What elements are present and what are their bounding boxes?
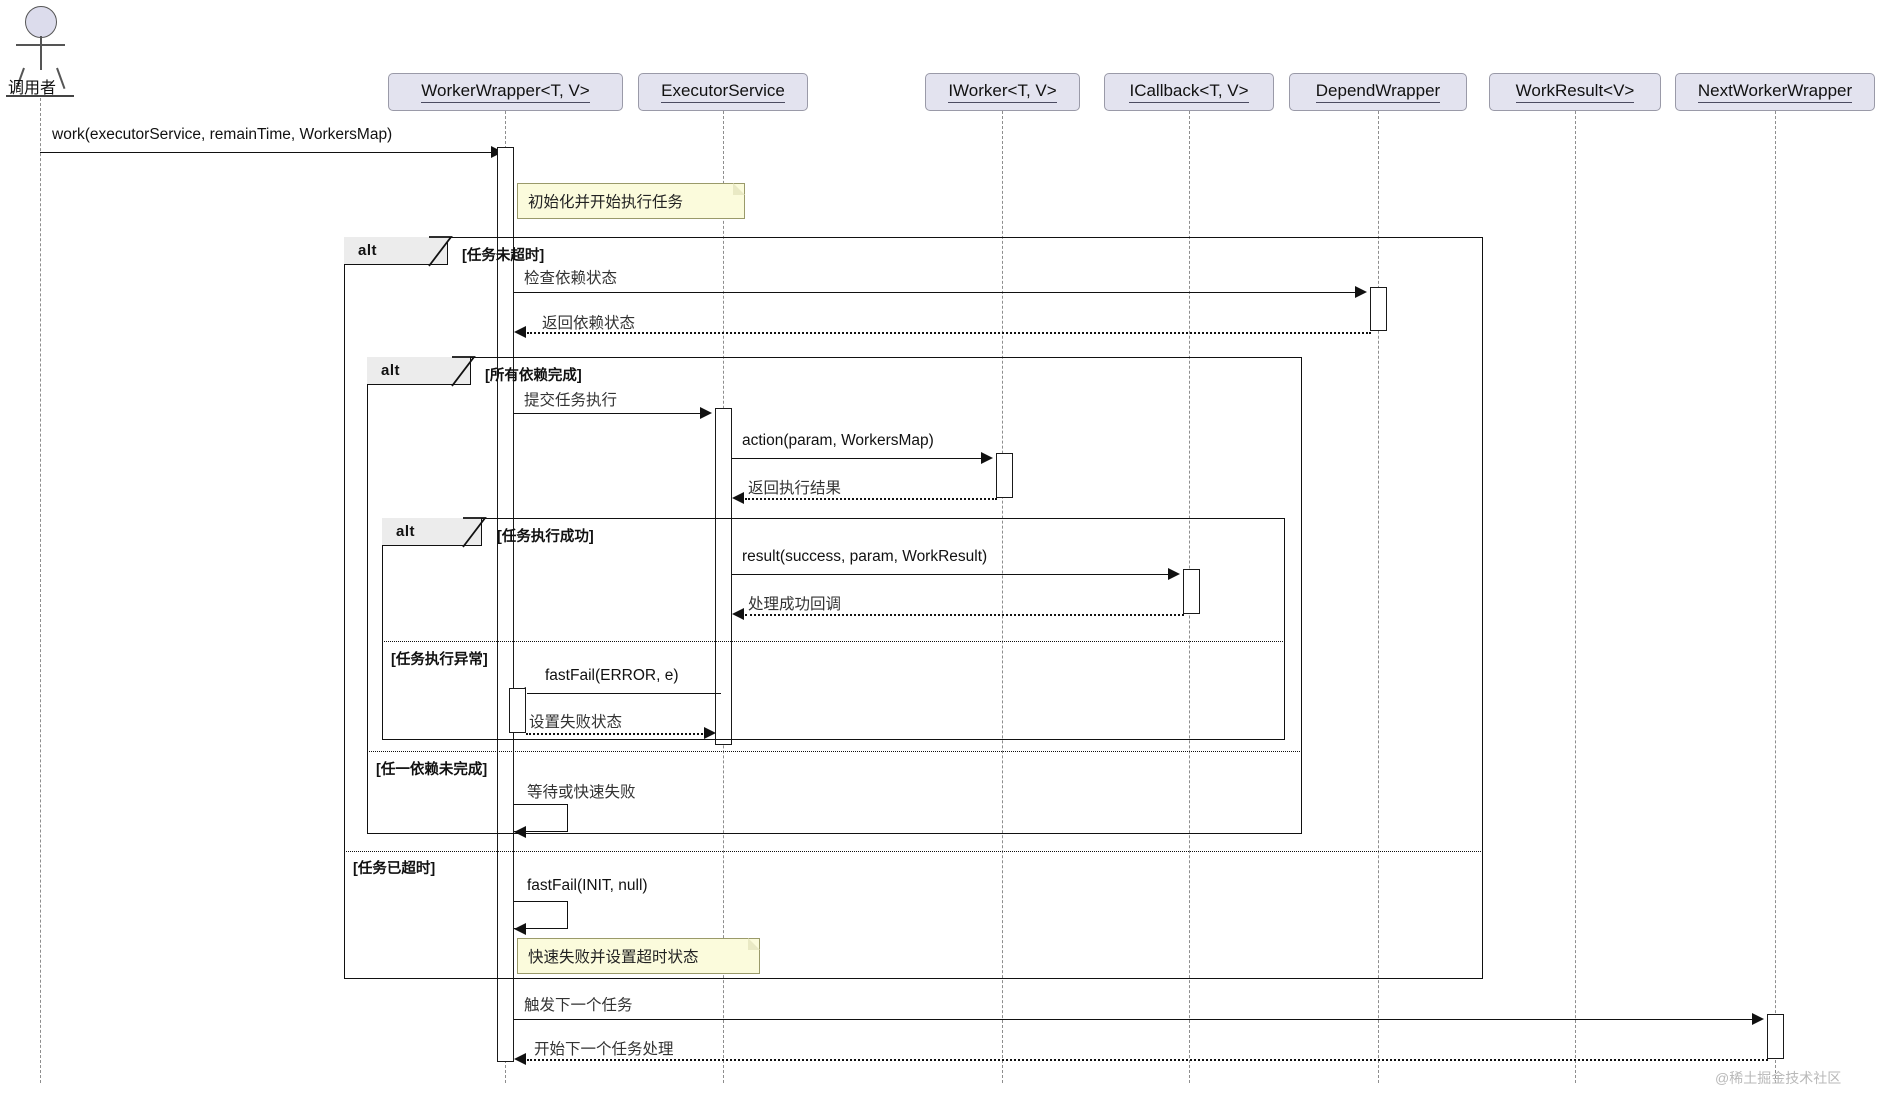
message-arrow-m03: [514, 326, 526, 338]
message-label-m04: 提交任务执行: [524, 392, 618, 409]
fragment-alt-outer-guard-1: [任务未超时]: [462, 248, 545, 264]
participant-workerwrapper-label: WorkerWrapper<T, V>: [421, 81, 590, 103]
message-line-m13: [514, 1019, 1753, 1020]
participant-workresult[interactable]: WorkResult<V>: [1489, 73, 1661, 111]
participant-workerwrapper[interactable]: WorkerWrapper<T, V>: [388, 73, 623, 111]
fragment-alt-outer-divider: [344, 851, 1483, 852]
fragment-alt-execute-operator: alt: [382, 518, 482, 546]
lifeline-dependwrapper: [1378, 111, 1379, 1083]
message-label-m08: 处理成功回调: [748, 596, 842, 613]
message-arrow-m12: [514, 923, 526, 935]
activation-iworker: [996, 453, 1013, 498]
message-label-m02: 检查依赖状态: [524, 270, 618, 287]
message-label-m05: action(param, WorkersMap): [742, 432, 934, 449]
note-timeout-text: 快速失败并设置超时状态: [528, 949, 699, 966]
lifeline-iworker: [1002, 111, 1003, 1083]
message-line-m08: [745, 614, 1184, 616]
message-label-m07: result(success, param, WorkResult): [742, 548, 988, 565]
participant-workresult-label: WorkResult<V>: [1515, 81, 1635, 103]
message-label-m14: 开始下一个任务处理: [534, 1041, 674, 1058]
activation-dependwrapper: [1370, 287, 1387, 331]
message-label-m10: 设置失败状态: [529, 714, 623, 731]
message-arrow-m08: [732, 608, 744, 620]
message-arrow-m11: [514, 826, 526, 838]
message-label-m01: work(executorService, remainTime, Worker…: [52, 126, 393, 143]
message-line-m05: [732, 458, 982, 459]
fragment-alt-execute-tab-edge-icon: [462, 517, 487, 548]
fragment-alt-depend-tab-edge-icon: [451, 356, 476, 387]
message-label-m03: 返回依赖状态: [542, 315, 636, 332]
activation-executorservice: [715, 408, 732, 745]
message-line-m03: [527, 332, 1371, 334]
message-line-m10: [526, 733, 706, 735]
message-line-m06: [745, 498, 997, 500]
actor-head-icon: [25, 6, 57, 38]
message-label-m13: 触发下一个任务: [524, 997, 633, 1014]
fragment-alt-depend-guard-1: [所有依赖完成]: [485, 368, 582, 384]
actor-torso-icon: [39, 36, 42, 70]
message-label-m06: 返回执行结果: [748, 480, 842, 497]
activation-nextworkerwrapper: [1767, 1014, 1784, 1059]
message-line-m02: [514, 292, 1356, 293]
message-line-m04: [514, 413, 701, 414]
message-arrow-m04: [700, 407, 712, 419]
participant-dependwrapper-label: DependWrapper: [1315, 81, 1441, 103]
message-arrow-m07: [1168, 568, 1180, 580]
actor-leg-right-icon: [56, 67, 66, 90]
fragment-alt-outer-guard-2: [任务已超时]: [353, 861, 436, 877]
fragment-alt-execute-divider: [382, 641, 1285, 642]
participant-executorservice-label: ExecutorService: [661, 81, 785, 103]
lifeline-actor: [40, 98, 41, 1083]
fragment-alt-execute-guard-2: [任务执行异常]: [391, 652, 488, 668]
message-arrow-m13: [1752, 1013, 1764, 1025]
participant-iworker[interactable]: IWorker<T, V>: [925, 73, 1080, 111]
participant-iworker-label: IWorker<T, V>: [948, 81, 1057, 103]
message-line-m01: [40, 152, 495, 153]
fragment-alt-depend-operator: alt: [367, 357, 471, 385]
message-label-m09: fastFail(ERROR, e): [545, 667, 679, 684]
message-line-m14: [527, 1059, 1768, 1061]
participant-icallback[interactable]: ICallback<T, V>: [1104, 73, 1274, 111]
note-timeout: 快速失败并设置超时状态: [517, 938, 760, 974]
participant-nextworkerwrapper-label: NextWorkerWrapper: [1697, 81, 1853, 103]
participant-nextworkerwrapper[interactable]: NextWorkerWrapper: [1675, 73, 1875, 111]
message-arrow-m05: [981, 452, 993, 464]
lifeline-workresult: [1575, 111, 1576, 1083]
lifeline-nextworkerwrapper: [1775, 111, 1776, 1083]
fragment-alt-execute: [382, 518, 1285, 740]
message-arrow-m14: [514, 1053, 526, 1065]
watermark: @稀土掘金技术社区: [1715, 1070, 1842, 1086]
fragment-alt-execute-guard-1: [任务执行成功]: [497, 529, 594, 545]
note-timeout-fold-icon: [748, 938, 760, 950]
fragment-alt-outer: [344, 237, 1483, 979]
message-selfcall-m12: [514, 901, 568, 929]
fragment-alt-depend: [367, 357, 1302, 834]
message-label-m11: 等待或快速失败: [527, 784, 636, 801]
message-arrow-m06: [732, 492, 744, 504]
note-init-text: 初始化并开始执行任务: [528, 194, 684, 211]
message-arrow-m02: [1355, 286, 1367, 298]
actor-label: 调用者: [8, 80, 57, 97]
participant-icallback-label: ICallback<T, V>: [1129, 81, 1249, 103]
actor-label-underline: [6, 95, 74, 97]
actor-arms-icon: [16, 44, 65, 46]
message-line-m07: [732, 574, 1169, 575]
note-init-fold-icon: [733, 183, 745, 195]
activation-workerwrapper-fail: [509, 688, 526, 733]
message-line-m09: [527, 693, 721, 694]
fragment-alt-depend-divider: [367, 751, 1302, 752]
message-label-m12: fastFail(INIT, null): [527, 877, 648, 894]
fragment-alt-outer-tab-edge-icon: [428, 236, 453, 267]
participant-executorservice[interactable]: ExecutorService: [638, 73, 808, 111]
participant-dependwrapper[interactable]: DependWrapper: [1289, 73, 1467, 111]
message-selfcall-m11: [514, 804, 568, 832]
activation-icallback: [1183, 569, 1200, 614]
fragment-alt-depend-guard-2: [任一依赖未完成]: [376, 762, 488, 778]
note-init: 初始化并开始执行任务: [517, 183, 745, 219]
message-arrow-m10: [704, 727, 716, 739]
